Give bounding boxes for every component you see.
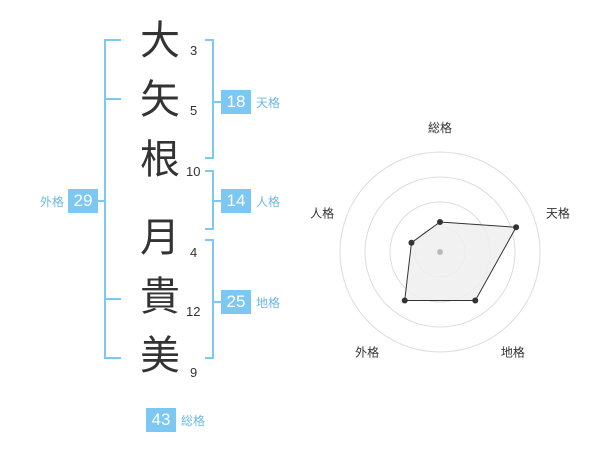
- tenkaku-bracket: [205, 39, 214, 159]
- stroke-count-1: 3: [190, 43, 198, 58]
- tenkaku-value: 18: [221, 90, 251, 114]
- stroke-count-3: 10: [186, 164, 201, 179]
- radar-center-dot: [437, 249, 443, 255]
- radar-point-2: [513, 224, 520, 231]
- gaikaku-badge: 外格 29: [40, 189, 99, 213]
- gaikaku-label: 外格: [40, 194, 65, 209]
- radar-point-5: [408, 239, 415, 246]
- name-char-4: 月: [140, 215, 180, 261]
- chikaku-label: 地格: [256, 295, 281, 310]
- radar-axis-label-2: 天格: [546, 206, 570, 221]
- soukaku-value: 43: [146, 408, 176, 432]
- name-char-6: 美: [140, 333, 180, 379]
- radar-axis-label-4: 外格: [355, 344, 379, 359]
- name-char-3: 根: [140, 137, 180, 183]
- gaikaku-value: 29: [68, 189, 99, 213]
- chikaku-badge: 25 地格: [221, 290, 280, 314]
- jinkaku-label: 人格: [256, 194, 281, 209]
- radar-point-3: [472, 297, 479, 304]
- gaikaku-bracket: [104, 39, 121, 359]
- radar-points: [401, 219, 520, 304]
- radar-grid-ring: [364, 176, 516, 328]
- soukaku-label: 総格: [181, 413, 206, 428]
- stroke-count-2: 5: [190, 103, 198, 118]
- stroke-count-4: 4: [190, 245, 198, 260]
- chikaku-value: 25: [221, 290, 251, 314]
- radar-point-1: [437, 219, 443, 225]
- chikaku-bracket: [205, 239, 214, 359]
- radar-axis-label-1: 総格: [428, 120, 452, 135]
- name-char-5: 貴: [140, 274, 180, 320]
- name-char-2: 矢: [140, 77, 180, 123]
- radar-axis-label-5: 人格: [310, 206, 334, 221]
- jinkaku-badge: 14 人格: [221, 189, 280, 213]
- tenkaku-label: 天格: [256, 95, 281, 110]
- radar-grid-ring: [339, 151, 541, 353]
- stroke-count-6: 9: [190, 365, 198, 380]
- jinkaku-value: 14: [221, 189, 251, 213]
- stroke-count-5: 12: [186, 304, 201, 319]
- radar-axis-label-3: 地格: [501, 344, 525, 359]
- radar-area: [404, 221, 517, 301]
- soukaku-badge: 43 総格: [146, 408, 205, 432]
- name-char-1: 大: [140, 18, 180, 64]
- tenkaku-badge: 18 天格: [221, 90, 280, 114]
- radar-point-4: [401, 297, 408, 304]
